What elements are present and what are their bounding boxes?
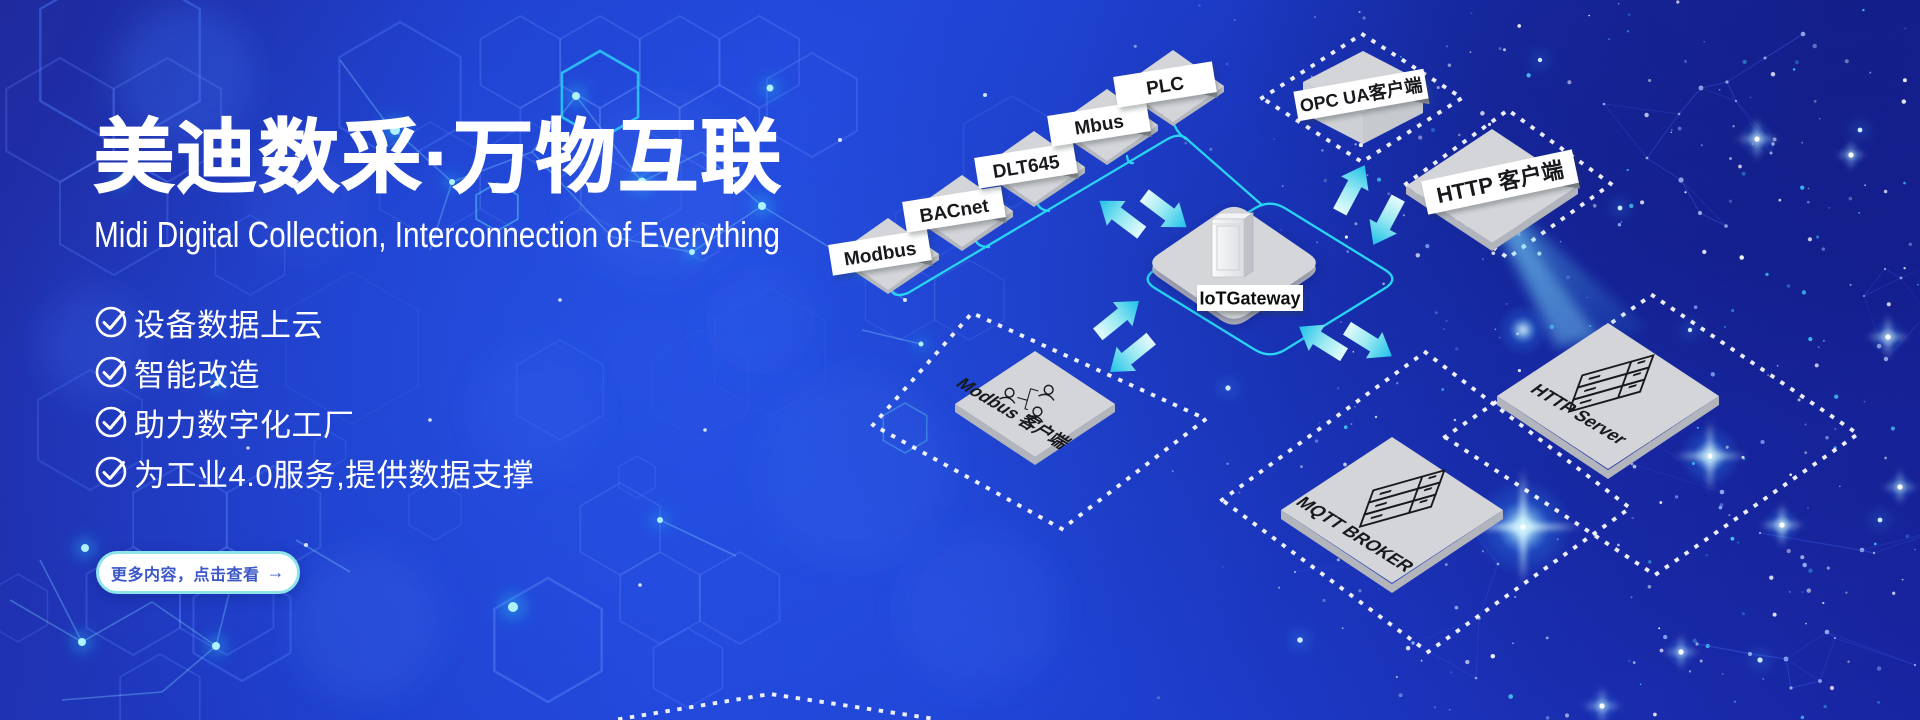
cta-label: 更多内容，点击查看 — [110, 566, 260, 584]
page-subtitle: Midi Digital Collection, Interconnection… — [94, 214, 780, 255]
feature-label: 智能改造 — [134, 357, 260, 393]
gateway-outline — [1146, 202, 1394, 356]
check-icon — [95, 456, 127, 488]
label-gateway: IoTGateway — [1199, 289, 1300, 309]
opcua-plate: OPC UA客户端 — [1293, 51, 1430, 144]
dotted-zone-bottom — [617, 692, 938, 720]
star-flares — [1465, 117, 1918, 720]
feature-list: 设备数据上云 智能改造 助力数字化工厂 为工业4.0服务,提供数据支撑 — [94, 303, 534, 503]
dotted-zone-mqtt — [1218, 349, 1634, 655]
check-icon — [95, 406, 127, 438]
bus-stub-mbus — [1125, 154, 1135, 165]
feature-label: 设备数据上云 — [134, 307, 323, 343]
molecule-lines — [9, 59, 987, 701]
bokeh-circles — [40, 5, 1060, 700]
arrow-opcua-down — [1359, 190, 1412, 253]
feature-item: 助力数字化工厂 — [94, 403, 534, 443]
ribbon-mbus: Mbus — [1047, 100, 1152, 147]
arrow-right-icon: → — [266, 562, 285, 582]
gateway-device-icon — [1210, 212, 1255, 278]
users-icon — [999, 384, 1055, 423]
dotted-zone-opcua — [1258, 31, 1466, 165]
check-icon — [95, 306, 127, 338]
http-client-plate: HTTP 客户端 — [1406, 129, 1581, 251]
ribbon-dlt645: DLT645 — [974, 142, 1079, 189]
light-beam — [1492, 214, 1648, 356]
check-icon — [95, 356, 127, 388]
arrow-devices-out — [1134, 182, 1196, 240]
feature-label: 为工业4.0服务,提供数据支撑 — [134, 457, 535, 493]
modbus-client-plate: Modbus 客户端 — [951, 351, 1115, 465]
arrow-south-out — [1338, 315, 1401, 370]
hexagon-pattern — [0, 0, 1062, 720]
dotted-zone-modbus-client — [869, 310, 1210, 532]
feature-label: 助力数字化工厂 — [134, 407, 355, 443]
more-content-button[interactable]: 更多内容，点击查看 → — [96, 551, 300, 594]
ribbon-plc: PLC — [1113, 61, 1218, 108]
mqtt-broker-plate: MQTT BROKER — [1281, 437, 1503, 593]
feature-item: 为工业4.0服务,提供数据支撑 — [94, 453, 534, 493]
page-title: 美迪数采·万物互联 — [93, 113, 784, 202]
feature-item: 智能改造 — [94, 353, 534, 393]
device-ribbons: Modbus BACnet DLT645 Mbus PLC — [828, 61, 1218, 276]
arrow-devices-in — [1090, 188, 1152, 246]
gateway-plate: IoTGateway — [1152, 206, 1316, 325]
ribbon-bacnet: BACnet — [902, 186, 1007, 233]
arrow-opcua-up — [1326, 157, 1379, 220]
feature-item: 设备数据上云 — [94, 303, 534, 343]
arrow-modbusclient-up — [1088, 288, 1149, 347]
